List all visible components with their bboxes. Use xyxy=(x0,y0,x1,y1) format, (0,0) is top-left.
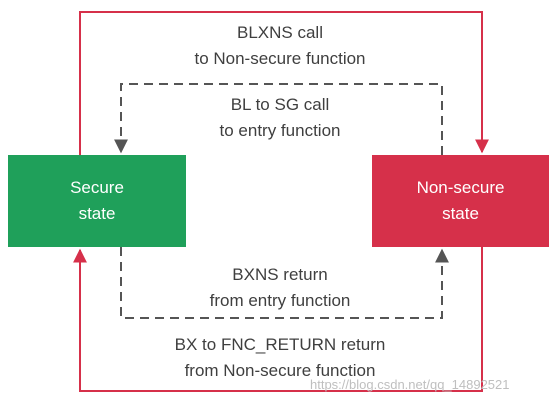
edge-bl-to-sg-call xyxy=(114,83,443,155)
edge-label-bxns-return: BXNS return from entry function xyxy=(160,262,400,314)
node-secure-state: Secure state xyxy=(8,155,186,247)
edge-label-bxfnc-line1: BX to FNC_RETURN return xyxy=(174,335,386,354)
edge-label-bl-to-sg-call: BL to SG call to entry function xyxy=(160,92,400,144)
edge-label-blxns-line2: to Non-secure function xyxy=(194,49,366,68)
edge-label-bxns-line1: BXNS return xyxy=(232,265,328,284)
edge-bxns-return xyxy=(120,247,449,319)
edge-label-bx-fnc-return: BX to FNC_RETURN return from Non-secure … xyxy=(120,332,440,384)
edge-bx-fnc-return xyxy=(73,247,483,392)
node-nonsecure-line1: Non-secure xyxy=(416,178,505,197)
edge-label-blsg-line1: BL to SG call xyxy=(230,95,330,114)
node-nonsecure-state: Non-secure state xyxy=(372,155,549,247)
node-secure-line2: state xyxy=(78,204,116,223)
edge-label-bxns-line2: from entry function xyxy=(209,291,351,310)
edge-blxns-call xyxy=(79,11,489,155)
edge-label-bxfnc-line2: from Non-secure function xyxy=(184,361,376,380)
edge-label-blxns-line1: BLXNS call xyxy=(237,23,323,42)
node-secure-line1: Secure xyxy=(70,178,124,197)
watermark-text: https://blog.csdn.net/qq_14892521 xyxy=(310,377,510,392)
node-nonsecure-line2: state xyxy=(442,204,479,223)
edge-label-blxns-call: BLXNS call to Non-secure function xyxy=(140,20,420,72)
edge-label-blsg-line2: to entry function xyxy=(219,121,341,140)
